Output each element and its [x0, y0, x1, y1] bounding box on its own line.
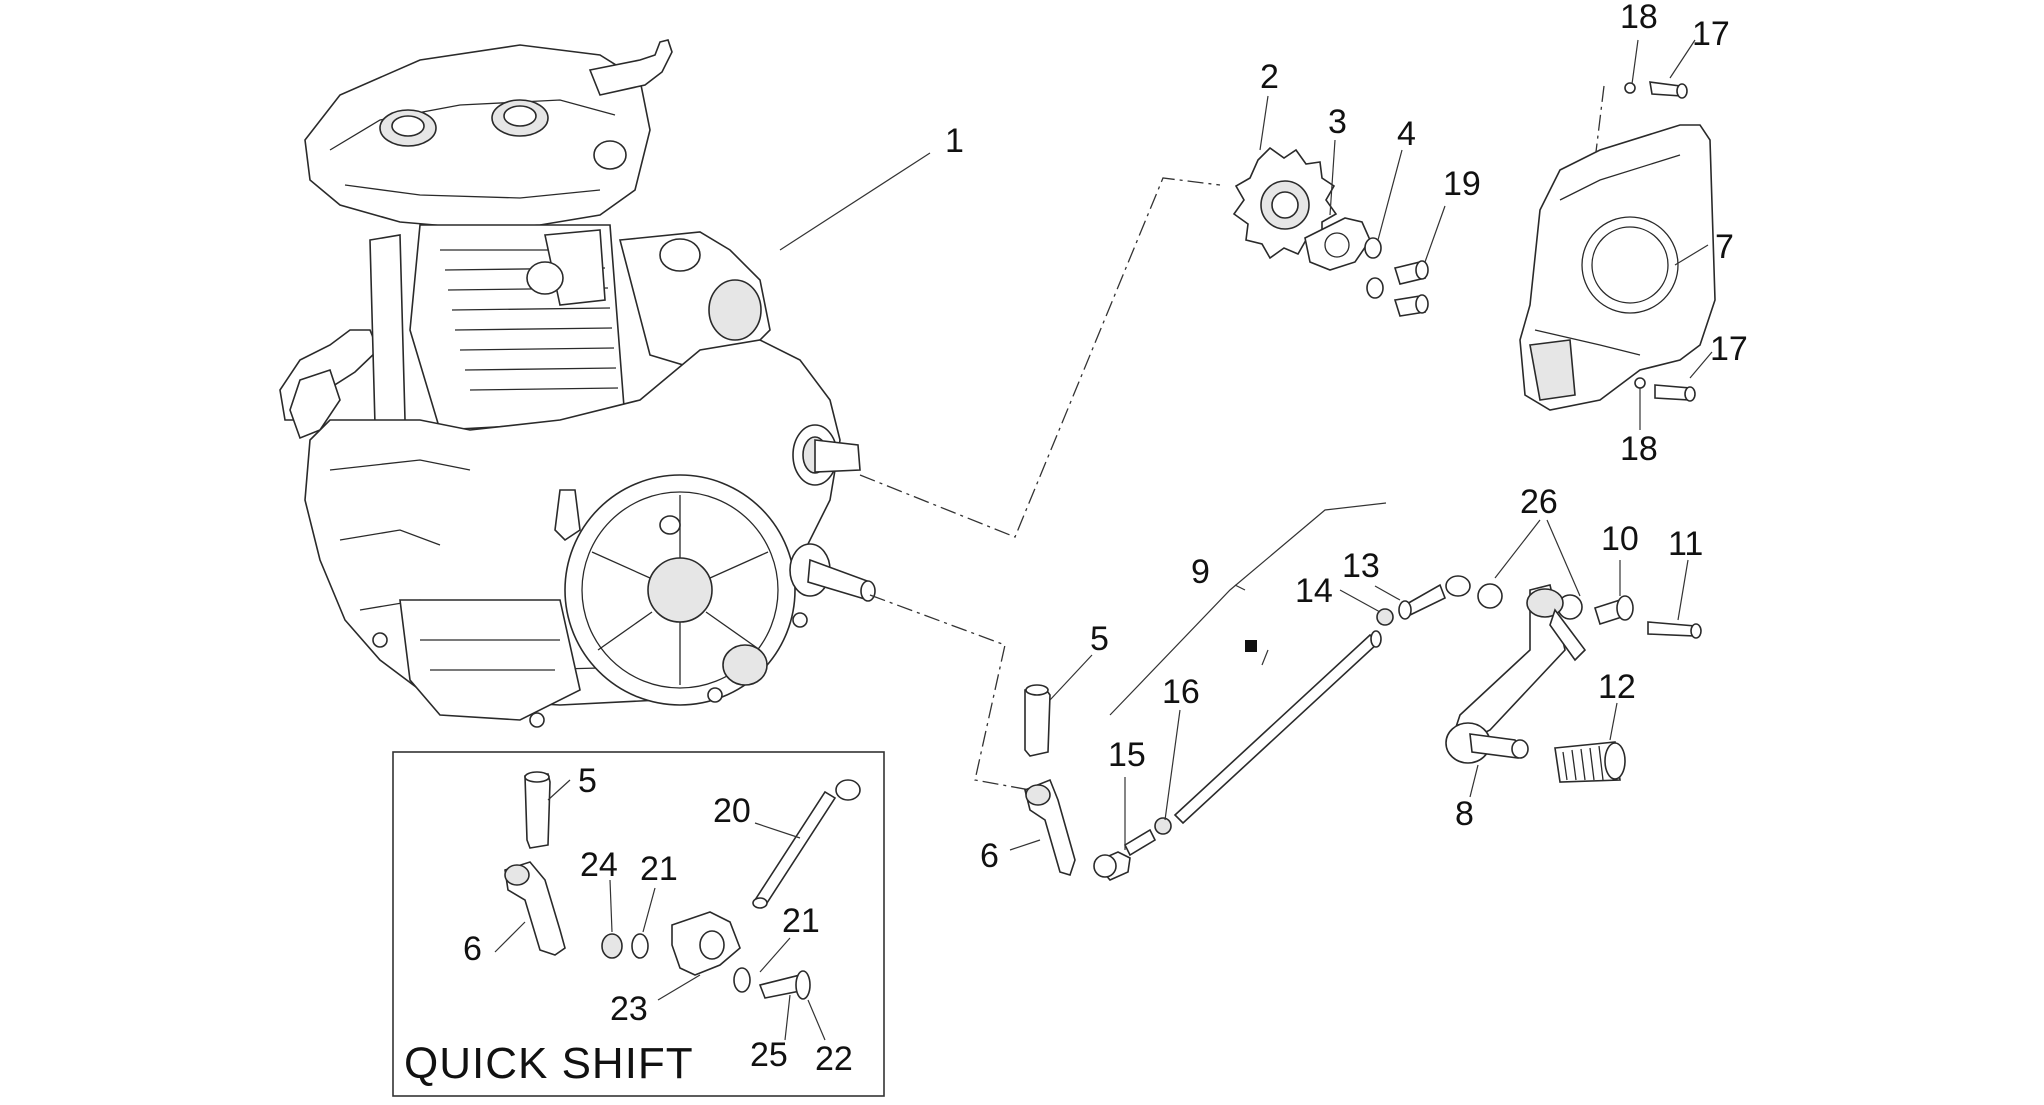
callout-25: 25 [750, 1036, 788, 1074]
shift-lever-upper [1024, 684, 1076, 876]
callout-17-top: 17 [1692, 15, 1730, 53]
callout-6: 6 [980, 837, 999, 875]
callout-2: 2 [1260, 58, 1279, 96]
callout-21-right: 21 [782, 902, 820, 940]
callout-17-bottom: 17 [1710, 330, 1748, 368]
quick-shift-inset [392, 751, 885, 1097]
callout-5: 5 [1090, 620, 1109, 658]
callout-19: 19 [1443, 165, 1481, 203]
pivot-bolt-10-11 [1593, 595, 1702, 639]
sprocket-cover [1519, 124, 1716, 411]
leader-lines [779, 39, 1713, 851]
callout-12: 12 [1598, 668, 1636, 706]
callout-20: 20 [713, 792, 751, 830]
callout-11: 11 [1668, 525, 1703, 563]
engine-assembly [279, 39, 876, 728]
callout-21-left: 21 [640, 850, 678, 888]
callout-3: 3 [1328, 103, 1347, 141]
callout-5-inset: 5 [578, 762, 597, 800]
inset-frame [392, 751, 885, 1097]
gear-lever-8 [1445, 583, 1587, 764]
callout-13: 13 [1342, 547, 1380, 585]
callout-24: 24 [580, 846, 618, 884]
sprocket-axis-line [859, 177, 1221, 538]
callout-9: 9 [1191, 553, 1210, 591]
rod-end-14-13 [1376, 575, 1471, 626]
callout-1: 1 [945, 122, 964, 160]
lock-plate [1304, 217, 1371, 271]
callout-18-bottom: 18 [1620, 430, 1658, 468]
callout-8: 8 [1455, 795, 1474, 833]
callout-labels: 1 2 3 4 5 6 7 8 9 10 11 12 13 14 15 16 1… [404, 0, 1748, 1088]
callout-14: 14 [1295, 572, 1333, 610]
callout-15: 15 [1108, 736, 1146, 774]
callout-4: 4 [1397, 115, 1416, 153]
callout-26: 26 [1520, 483, 1558, 521]
quick-shift-title: QUICK SHIFT [404, 1039, 694, 1088]
shift-rod [1093, 630, 1382, 881]
foot-peg-rubber-12 [1554, 741, 1626, 783]
non-separable-marker-icon [1245, 640, 1257, 652]
sprocket-washers-bolts [1364, 237, 1429, 317]
callout-6-inset: 6 [463, 930, 482, 968]
cover-screws [1624, 81, 1696, 402]
callout-23: 23 [610, 990, 648, 1028]
callout-22: 22 [815, 1040, 853, 1078]
callout-16: 16 [1162, 673, 1200, 711]
shift-shaft-axis-line [869, 594, 1031, 791]
callout-7: 7 [1715, 228, 1734, 266]
callout-10: 10 [1601, 520, 1639, 558]
callout-18-top: 18 [1620, 0, 1658, 36]
